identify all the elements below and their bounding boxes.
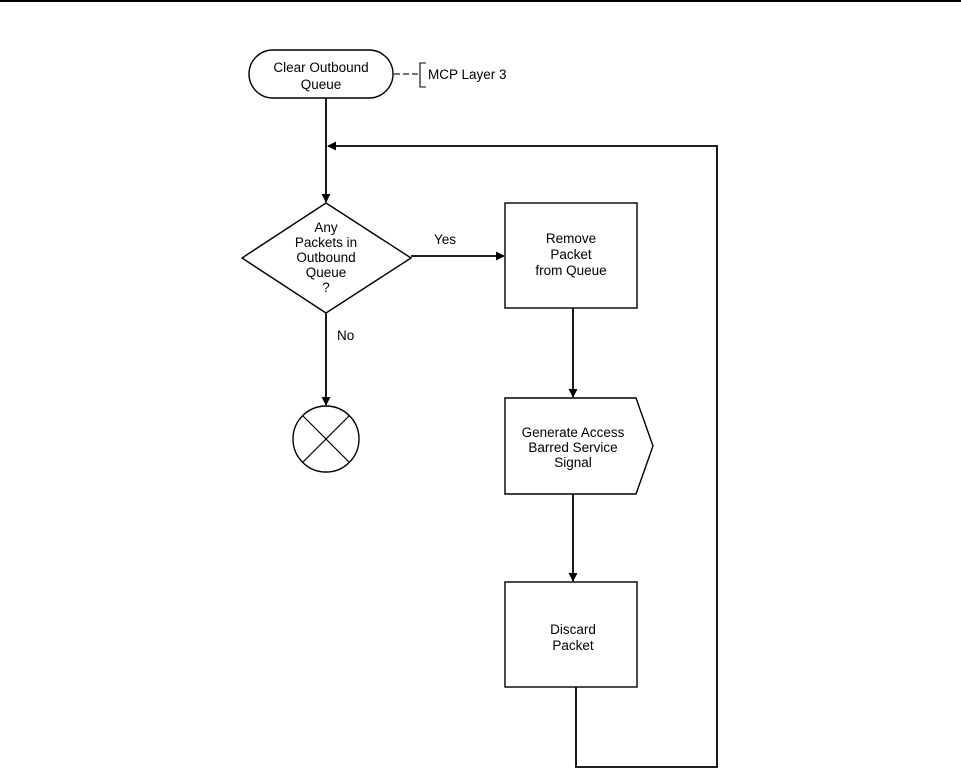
edge-loop-back [327, 141, 718, 768]
edge-yes-label: Yes [434, 232, 456, 247]
decision-label-line-2: Packets in [295, 235, 357, 250]
decision-label-line-4: Queue [306, 265, 347, 280]
signal-label-line-3: Signal [554, 455, 592, 470]
service-signal-output: Generate Access Barred Service Signal [504, 397, 654, 495]
discard-packet-box: Discard Packet [504, 581, 638, 688]
signal-label-line-2: Barred Service [528, 440, 617, 455]
start-terminator: Clear Outbound Queue [248, 49, 394, 99]
remove-label-line-2: Packet [550, 247, 592, 262]
start-label-line-1: Clear Outbound [273, 60, 368, 75]
decision-label-line-5: ? [322, 280, 330, 295]
signal-label-line-1: Generate Access [522, 425, 625, 440]
discard-label-line-1: Discard [550, 622, 596, 637]
discard-label-line-2: Packet [552, 638, 594, 653]
edge-no-label: No [337, 328, 354, 343]
decision-label-line-3: Outbound [296, 250, 355, 265]
remove-label-line-1: Remove [546, 231, 596, 246]
start-label-line-2: Queue [301, 77, 342, 92]
decision-label-line-1: Any [314, 220, 338, 235]
annotation-label: MCP Layer 3 [428, 67, 507, 82]
decision-diamond: Any Packets in Outbound Queue ? [240, 202, 413, 314]
remove-label-line-3: from Queue [535, 263, 606, 278]
end-connector [292, 405, 360, 473]
remove-packet-box: Remove Packet from Queue [504, 202, 638, 309]
layer-annotation: MCP Layer 3 [394, 62, 507, 88]
